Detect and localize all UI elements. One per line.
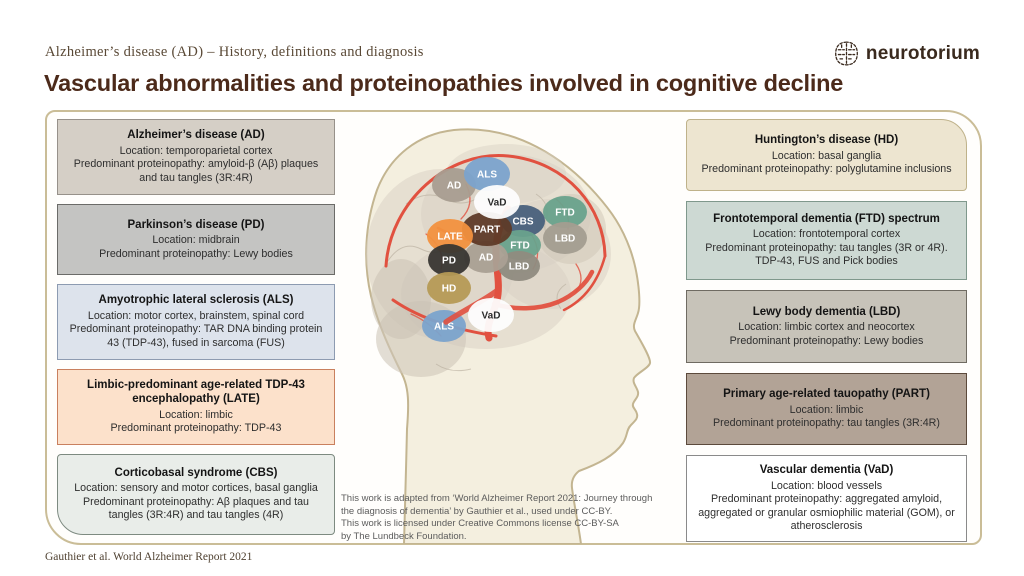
attribution-line: This work is adapted from ‘World Alzheim… <box>341 493 653 504</box>
brain-region-label: ALS <box>434 322 454 333</box>
disease-box-line: Location: basal ganglia <box>771 149 882 162</box>
disease-box-line: Predominant proteinopathy: Lewy bodies <box>99 247 293 260</box>
disease-box: Limbic-predominant age-related TDP-43 en… <box>57 369 335 445</box>
brain-region-bubble <box>468 298 514 332</box>
brain-region-bubble <box>543 222 587 254</box>
brain-region-label: PD <box>442 256 456 267</box>
attribution-text: This work is adapted from ‘World Alzheim… <box>341 493 675 544</box>
content-panel: Alzheimer’s disease (AD) Location: tempor… <box>45 110 982 545</box>
neurotorium-logo: neurotorium <box>833 40 980 67</box>
brain-region-bubble <box>474 185 520 219</box>
disease-box-title: Corticobasal syndrome (CBS) <box>114 466 278 479</box>
disease-box: Vascular dementia (VaD) Location: blood v… <box>686 455 967 542</box>
brain-region-bubble <box>427 272 471 304</box>
brain-region-label: FTD <box>510 241 529 252</box>
disease-box-line: Predominant proteinopathy: TDP-43 <box>110 422 282 435</box>
disease-box-title: Lewy body dementia (LBD) <box>752 305 901 318</box>
disease-box-title: Alzheimer’s disease (AD) <box>127 129 265 142</box>
left-disease-column: Alzheimer’s disease (AD) Location: tempor… <box>57 119 335 535</box>
disease-box-title: Frontotemporal dementia (FTD) spectrum <box>713 212 940 225</box>
disease-box: Amyotrophic lateral sclerosis (ALS) Locat… <box>57 284 335 360</box>
brain-region-label: VaD <box>482 311 501 322</box>
brain-region-bubble <box>498 251 540 281</box>
disease-box-line: Location: motor cortex, brainstem, spina… <box>87 309 305 322</box>
brain-illustration: AD ALS FTD LBD CBS FTD LBD AD PART LATE PD HD ALS Va… <box>365 128 652 544</box>
disease-box-line: Location: limbic <box>789 403 864 416</box>
disease-box-line: Location: blood vessels <box>770 479 883 492</box>
brain-region-label: LBD <box>555 234 576 245</box>
brain-region-bubble <box>462 212 512 246</box>
brain-region-label: LBD <box>509 262 530 273</box>
brain-region-label: AD <box>447 181 461 192</box>
disease-box: Huntington’s disease (HD) Location: basal… <box>686 119 967 191</box>
logo-wordmark: neurotorium <box>865 42 980 64</box>
brain-region-bubble <box>543 196 587 228</box>
disease-box-line: Predominant proteinopathy: Aβ plaques an… <box>83 495 309 522</box>
brain-region-label: ALS <box>477 170 497 181</box>
disease-box-title: Parkinson’s disease (PD) <box>127 218 265 231</box>
vad-bubbles: VaD VaD <box>468 185 520 332</box>
disease-box-title: Huntington’s disease (HD) <box>754 134 899 147</box>
disease-box-line: Predominant proteinopathy: tau tangles (… <box>705 241 948 268</box>
disease-box-line: Location: frontotemporal cortex <box>752 228 901 241</box>
disease-box-title: Amyotrophic lateral sclerosis (ALS) <box>98 294 294 307</box>
brain-region-label: FTD <box>555 208 574 219</box>
breadcrumb: Alzheimer’s disease (AD) – History, defi… <box>45 44 424 60</box>
disease-box-line: Location: limbic <box>159 408 233 421</box>
brain-region-bubble <box>428 244 470 276</box>
disease-box: Lewy body dementia (LBD) Location: limbic… <box>686 290 967 363</box>
disease-box-line: Location: limbic cortex and neocortex <box>738 321 915 334</box>
disease-box-title: Vascular dementia (VaD) <box>759 464 894 477</box>
disease-box: Corticobasal syndrome (CBS) Location: sen… <box>57 454 335 535</box>
disease-box-title: Limbic-predominant age-related TDP-43 en… <box>87 379 305 406</box>
disease-box-line: Predominant proteinopathy: polyglutamine… <box>701 163 952 176</box>
disease-box-line: Predominant proteinopathy: amyloid-β (Aβ… <box>73 158 319 184</box>
right-disease-column: Huntington’s disease (HD) Location: basal… <box>686 119 967 542</box>
disease-box-line: Predominant proteinopathy: Lewy bodies <box>729 334 924 347</box>
brain-region-bubble <box>464 157 510 191</box>
brain-region-bubble <box>464 241 508 273</box>
disease-box-title: Primary age-related tauopathy (PART) <box>723 388 930 401</box>
footer-citation: Gauthier et al. World Alzheimer Report 2… <box>45 551 253 563</box>
brain-region-label: HD <box>442 284 456 295</box>
brain-region-label: AD <box>479 253 493 264</box>
attribution-line: This work is licensed under Creative Com… <box>341 518 619 530</box>
brain-stitch-icon <box>834 41 858 66</box>
brain-region-label: LATE <box>437 232 463 243</box>
brain-region-label: PART <box>474 225 500 236</box>
brain-region-label: VaD <box>488 198 507 209</box>
disease-box: Parkinson’s disease (PD) Location: midbra… <box>57 204 335 275</box>
disease-box-line: Location: sensory and motor cortices, ba… <box>74 482 318 495</box>
disease-bubbles: AD ALS FTD LBD CBS FTD LBD AD PART LATE PD HD ALS <box>422 157 587 342</box>
brain-region-bubble <box>427 219 473 253</box>
disease-box-line: Predominant proteinopathy: TAR DNA bindi… <box>69 323 323 349</box>
disease-box-line: Location: midbrain <box>152 234 240 247</box>
attribution-line: the diagnosis of dementia’ by Gauthier e… <box>341 505 613 517</box>
attribution-line: by The Lundbeck Foundation. <box>341 531 467 543</box>
disease-box-line: Predominant proteinopathy: tau tangles (… <box>713 417 940 430</box>
brain-region-bubble <box>499 230 541 260</box>
disease-box: Alzheimer’s disease (AD) Location: tempor… <box>57 119 335 195</box>
disease-box-line: Location: temporoparietal cortex <box>119 144 273 157</box>
disease-box: Primary age-related tauopathy (PART) Loca… <box>686 373 967 445</box>
page-title: Vascular abnormalities and proteinopathi… <box>44 70 844 96</box>
disease-box-line: Predominant proteinopathy: aggregated am… <box>698 493 955 533</box>
brain-region-label: CBS <box>512 217 533 228</box>
